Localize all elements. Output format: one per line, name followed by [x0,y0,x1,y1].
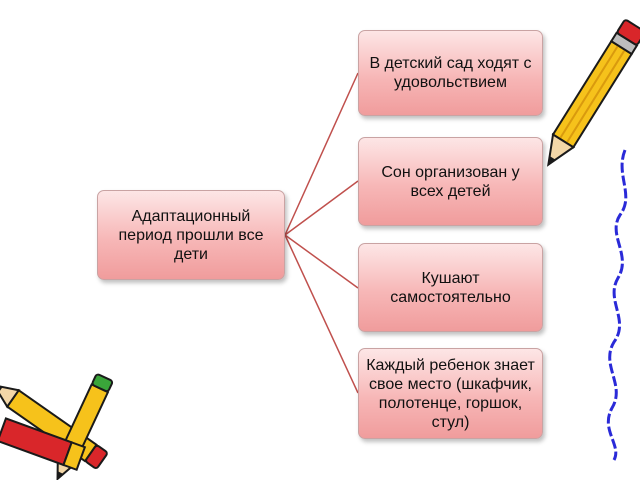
child-node-2: Сон организован у всех детей [358,137,543,226]
child-node-1: В детский сад ходят с удовольствием [358,30,543,116]
child-node-3: Кушают самостоятельно [358,243,543,332]
child-node-2-text: Сон организован у всех детей [381,163,520,200]
child-node-4-text: Каждый ребенок знает свое место (шкафчик… [366,356,535,431]
connector-line-2 [284,180,359,236]
child-node-3-text: Кушают самостоятельно [390,269,511,306]
root-node: Адаптационный период прошли все дети [97,190,285,280]
connector-line-1 [284,72,359,236]
root-node-text: Адаптационный период прошли все дети [118,207,264,263]
child-node-4: Каждый ребенок знает свое место (шкафчик… [358,348,543,439]
connector-line-4 [284,234,359,394]
child-node-1-text: В детский сад ходят с удовольствием [369,55,532,91]
connector-line-3 [284,234,359,289]
